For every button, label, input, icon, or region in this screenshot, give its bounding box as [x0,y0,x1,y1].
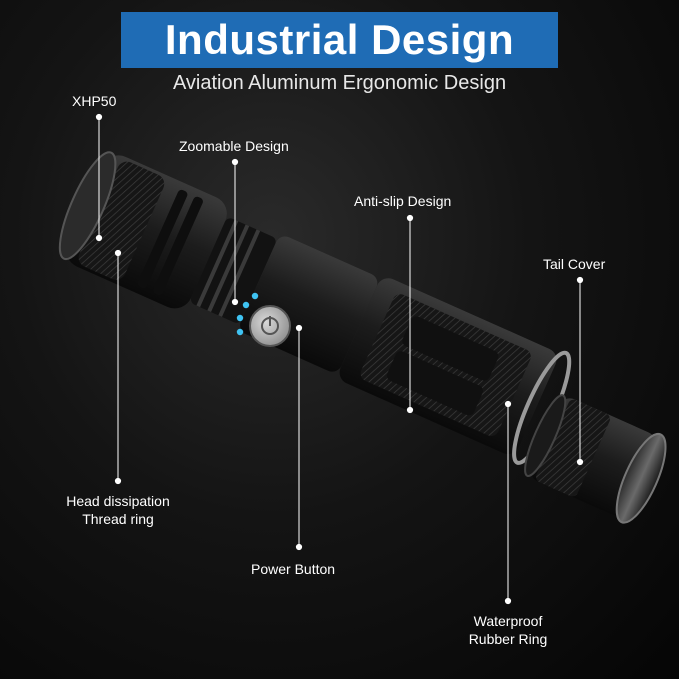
page-title: Industrial Design [164,16,515,63]
battery-indicator-leds [236,292,259,336]
tail-cap [524,394,667,524]
callout-lines [95,113,584,605]
title-banner: Industrial Design [121,12,558,68]
page-subtitle: Aviation Aluminum Ergonomic Design [172,72,507,94]
callout-anti-slip: Anti-slip Design [354,193,452,209]
zoom-neck [191,218,276,323]
callout-head-line2: Thread ring [82,511,154,527]
callout-zoomable: Zoomable Design [179,138,289,154]
callout-xhp50: XHP50 [72,93,117,109]
callout-waterproof-line2: Rubber Ring [468,631,548,647]
callout-tail-cover: Tail Cover [543,256,606,272]
callout-head-line1: Head dissipation [66,493,170,509]
callout-waterproof: Waterproof Rubber Ring [458,612,558,648]
callout-waterproof-line1: Waterproof [473,613,543,629]
flashlight-body [58,151,572,465]
callout-head-dissipation: Head dissipation Thread ring [58,492,178,528]
anti-slip-panel [360,294,531,436]
callout-power: Power Button [251,561,336,577]
head-lens-rim [58,151,117,261]
head-knurled-ring [78,161,165,280]
